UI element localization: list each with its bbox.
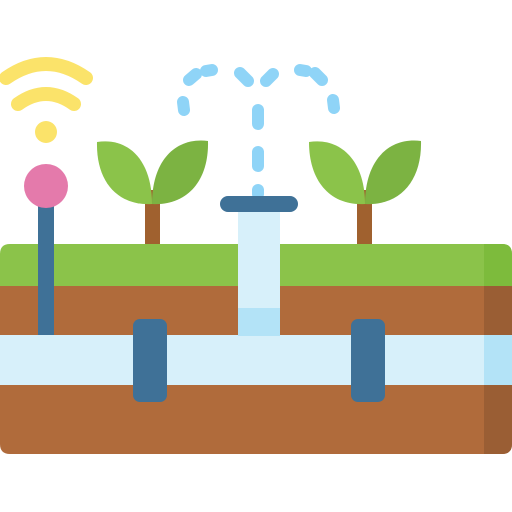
riser-pipe-shade <box>238 308 280 336</box>
spray-drop <box>234 67 254 87</box>
spray-drop <box>309 67 328 86</box>
wifi-arc-inner <box>11 87 81 111</box>
pipe-connector-left <box>133 319 167 402</box>
seedling-leaf-left <box>309 141 365 205</box>
spray-drop <box>327 94 340 114</box>
spray-drop <box>260 68 279 87</box>
seedling-leaf-right <box>152 140 209 205</box>
seedling-stem <box>145 190 160 250</box>
spray-drop <box>183 68 202 86</box>
moisture-sensor-icon <box>24 164 68 336</box>
spray-drop <box>200 64 218 77</box>
wifi-dot <box>35 121 57 143</box>
pipe-shade <box>484 335 512 385</box>
sensor-rod <box>38 196 54 336</box>
wifi-signal-icon <box>0 57 93 143</box>
sprinkler-icon <box>220 196 298 336</box>
spray-drop <box>177 96 190 116</box>
seedling-leaf-right <box>365 140 422 205</box>
seedling-icon-right <box>309 140 422 250</box>
seedling-stem <box>357 190 372 250</box>
pipe-connector-right <box>351 319 385 402</box>
sensor-head <box>24 164 68 208</box>
wifi-arc-outer <box>0 57 93 85</box>
sprinkler-head <box>220 196 298 212</box>
seedling-icon-left <box>96 140 209 250</box>
water-spray-icon <box>177 64 340 200</box>
pipe-body <box>0 335 512 385</box>
spray-drop <box>294 64 312 77</box>
seedling-leaf-left <box>96 141 152 205</box>
underground-pipe-icon <box>0 335 512 385</box>
